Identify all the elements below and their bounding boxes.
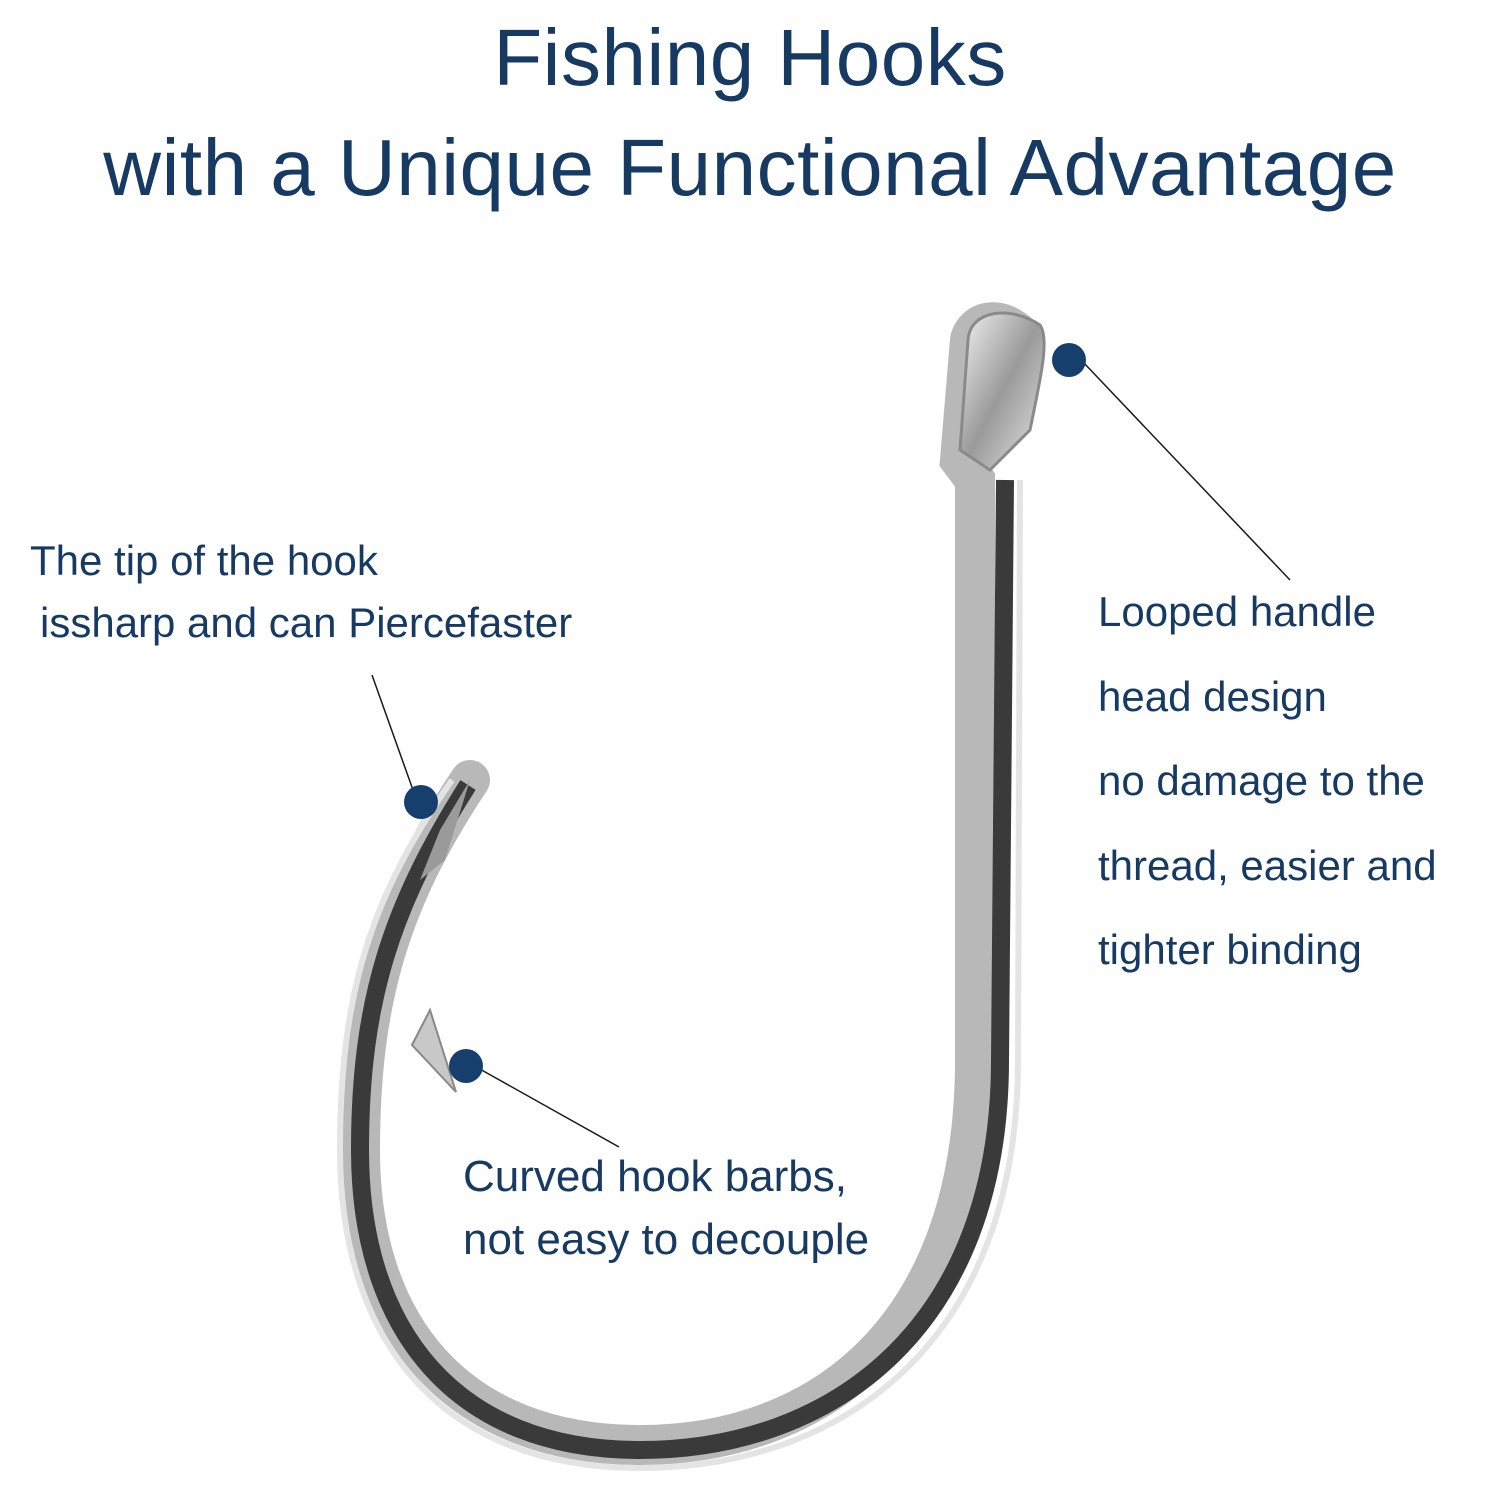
barb-callout-text: Curved hook barbs, not easy to decouple bbox=[463, 1145, 869, 1271]
tip-callout-line: issharp and can Piercefaster bbox=[40, 599, 573, 646]
barb-callout-line: not easy to decouple bbox=[463, 1215, 870, 1264]
barb-callout-marker bbox=[449, 1049, 620, 1148]
loop-callout-marker bbox=[1052, 343, 1291, 581]
title-line-1: Fishing Hooks bbox=[493, 13, 1007, 102]
tip-callout-marker bbox=[371, 674, 438, 819]
loop-callout-line: thread, easier and bbox=[1098, 841, 1437, 889]
tip-callout-text: The tip of the hook issharp and can Pier… bbox=[30, 530, 572, 654]
hook-icon bbox=[336, 302, 1046, 1472]
barb-callout-line: Curved hook barbs, bbox=[463, 1152, 847, 1201]
loop-callout-line: tighter binding bbox=[1098, 926, 1362, 973]
loop-callout-line: no damage to the bbox=[1098, 757, 1425, 804]
title-line-2: with a Unique Functional Advantage bbox=[103, 123, 1397, 212]
tip-callout-line: The tip of the hook bbox=[30, 537, 378, 584]
loop-callout-line: Looped handle bbox=[1098, 588, 1376, 635]
loop-callout-line: head design bbox=[1098, 672, 1327, 720]
loop-callout-text: Looped handle head design no damage to t… bbox=[1098, 570, 1437, 993]
